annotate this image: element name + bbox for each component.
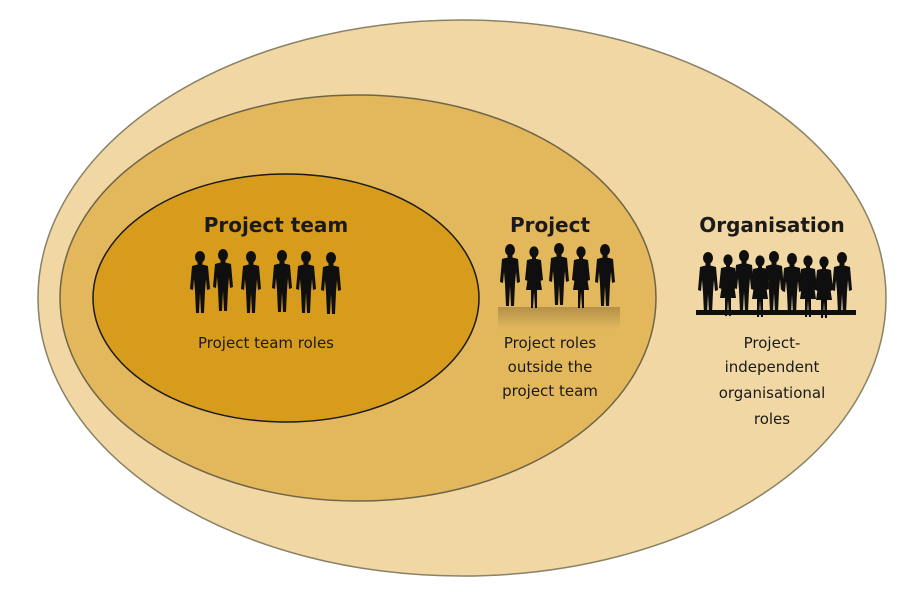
project-caption-line-3: project team <box>502 382 598 400</box>
organisation-caption-line-4: roles <box>754 410 790 428</box>
project-title: Project <box>510 213 591 237</box>
organisation-caption-line-1: Project- <box>744 334 801 352</box>
project-team-caption: Project team roles <box>198 334 334 352</box>
project-caption-line-2: outside the <box>508 358 593 376</box>
organisation-title: Organisation <box>699 213 845 237</box>
crowd-silhouettes-icon <box>696 250 856 318</box>
project-caption-line-1: Project roles <box>504 334 596 352</box>
organisation-caption-line-2: independent <box>725 358 820 376</box>
reflection <box>498 307 620 329</box>
organisation-caption-line-3: organisational <box>719 384 826 402</box>
project-team-title: Project team <box>204 213 349 237</box>
